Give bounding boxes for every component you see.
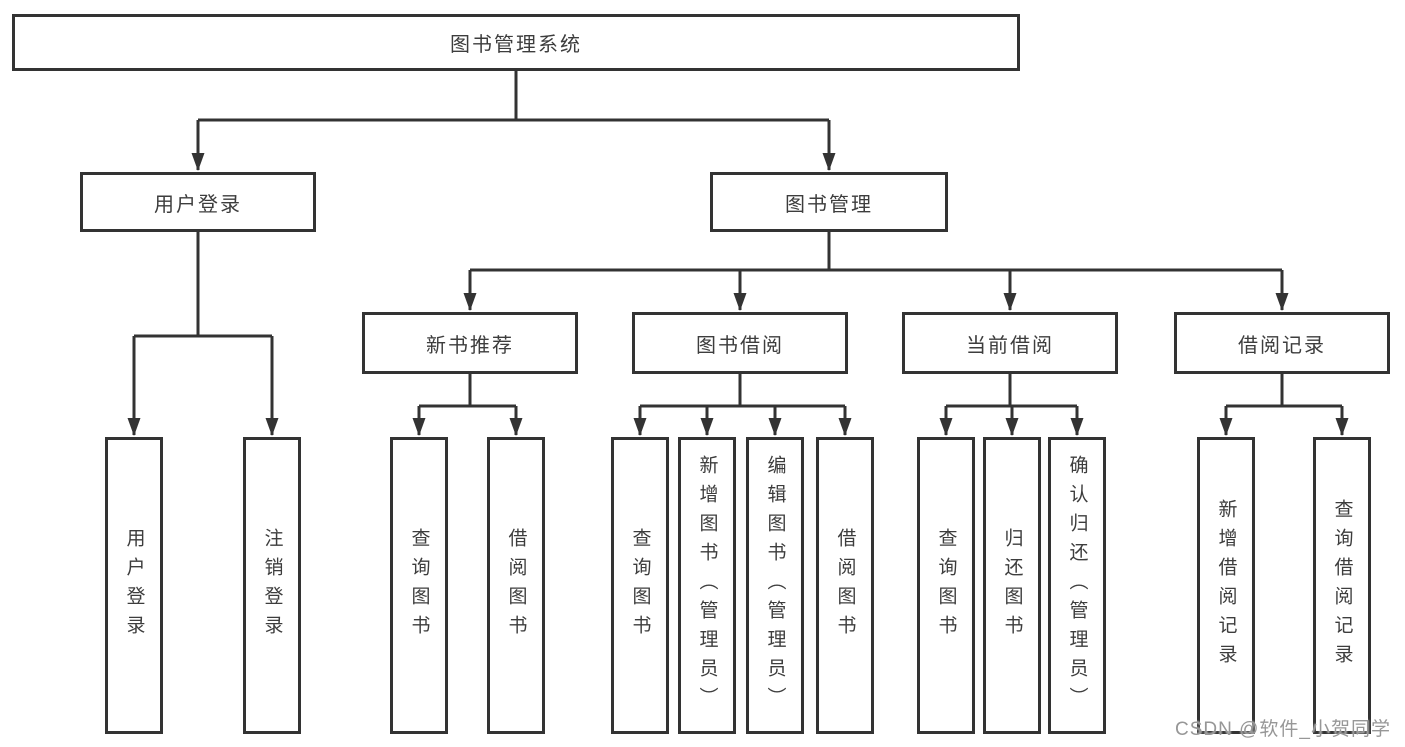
leaf-query-books-current: 查询图书 [917, 437, 975, 734]
leaf-add-book-admin: 新增图书（管理员） [678, 437, 736, 734]
leaf-return-book: 归还图书 [983, 437, 1041, 734]
leaf-confirm-return-admin: 确认归还（管理员） [1048, 437, 1106, 734]
node-book-borrowing: 图书借阅 [632, 312, 848, 374]
leaf-query-borrow-record: 查询借阅记录 [1313, 437, 1371, 734]
leaf-query-books-recommend: 查询图书 [390, 437, 448, 734]
node-user-login: 用户登录 [80, 172, 316, 232]
node-book-management: 图书管理 [710, 172, 948, 232]
leaf-add-borrow-record: 新增借阅记录 [1197, 437, 1255, 734]
leaf-user-login: 用户登录 [105, 437, 163, 734]
csdn-watermark: CSDN @软件_小贺同学 [1175, 719, 1391, 740]
leaf-logout: 注销登录 [243, 437, 301, 734]
leaf-edit-book-admin: 编辑图书（管理员） [746, 437, 804, 734]
node-library-system: 图书管理系统 [12, 14, 1020, 71]
leaf-query-books-borrowing: 查询图书 [611, 437, 669, 734]
node-current-borrowing: 当前借阅 [902, 312, 1118, 374]
node-borrowing-records: 借阅记录 [1174, 312, 1390, 374]
leaf-borrow-books-borrowing: 借阅图书 [816, 437, 874, 734]
leaf-borrow-books-recommend: 借阅图书 [487, 437, 545, 734]
node-new-book-recommend: 新书推荐 [362, 312, 578, 374]
